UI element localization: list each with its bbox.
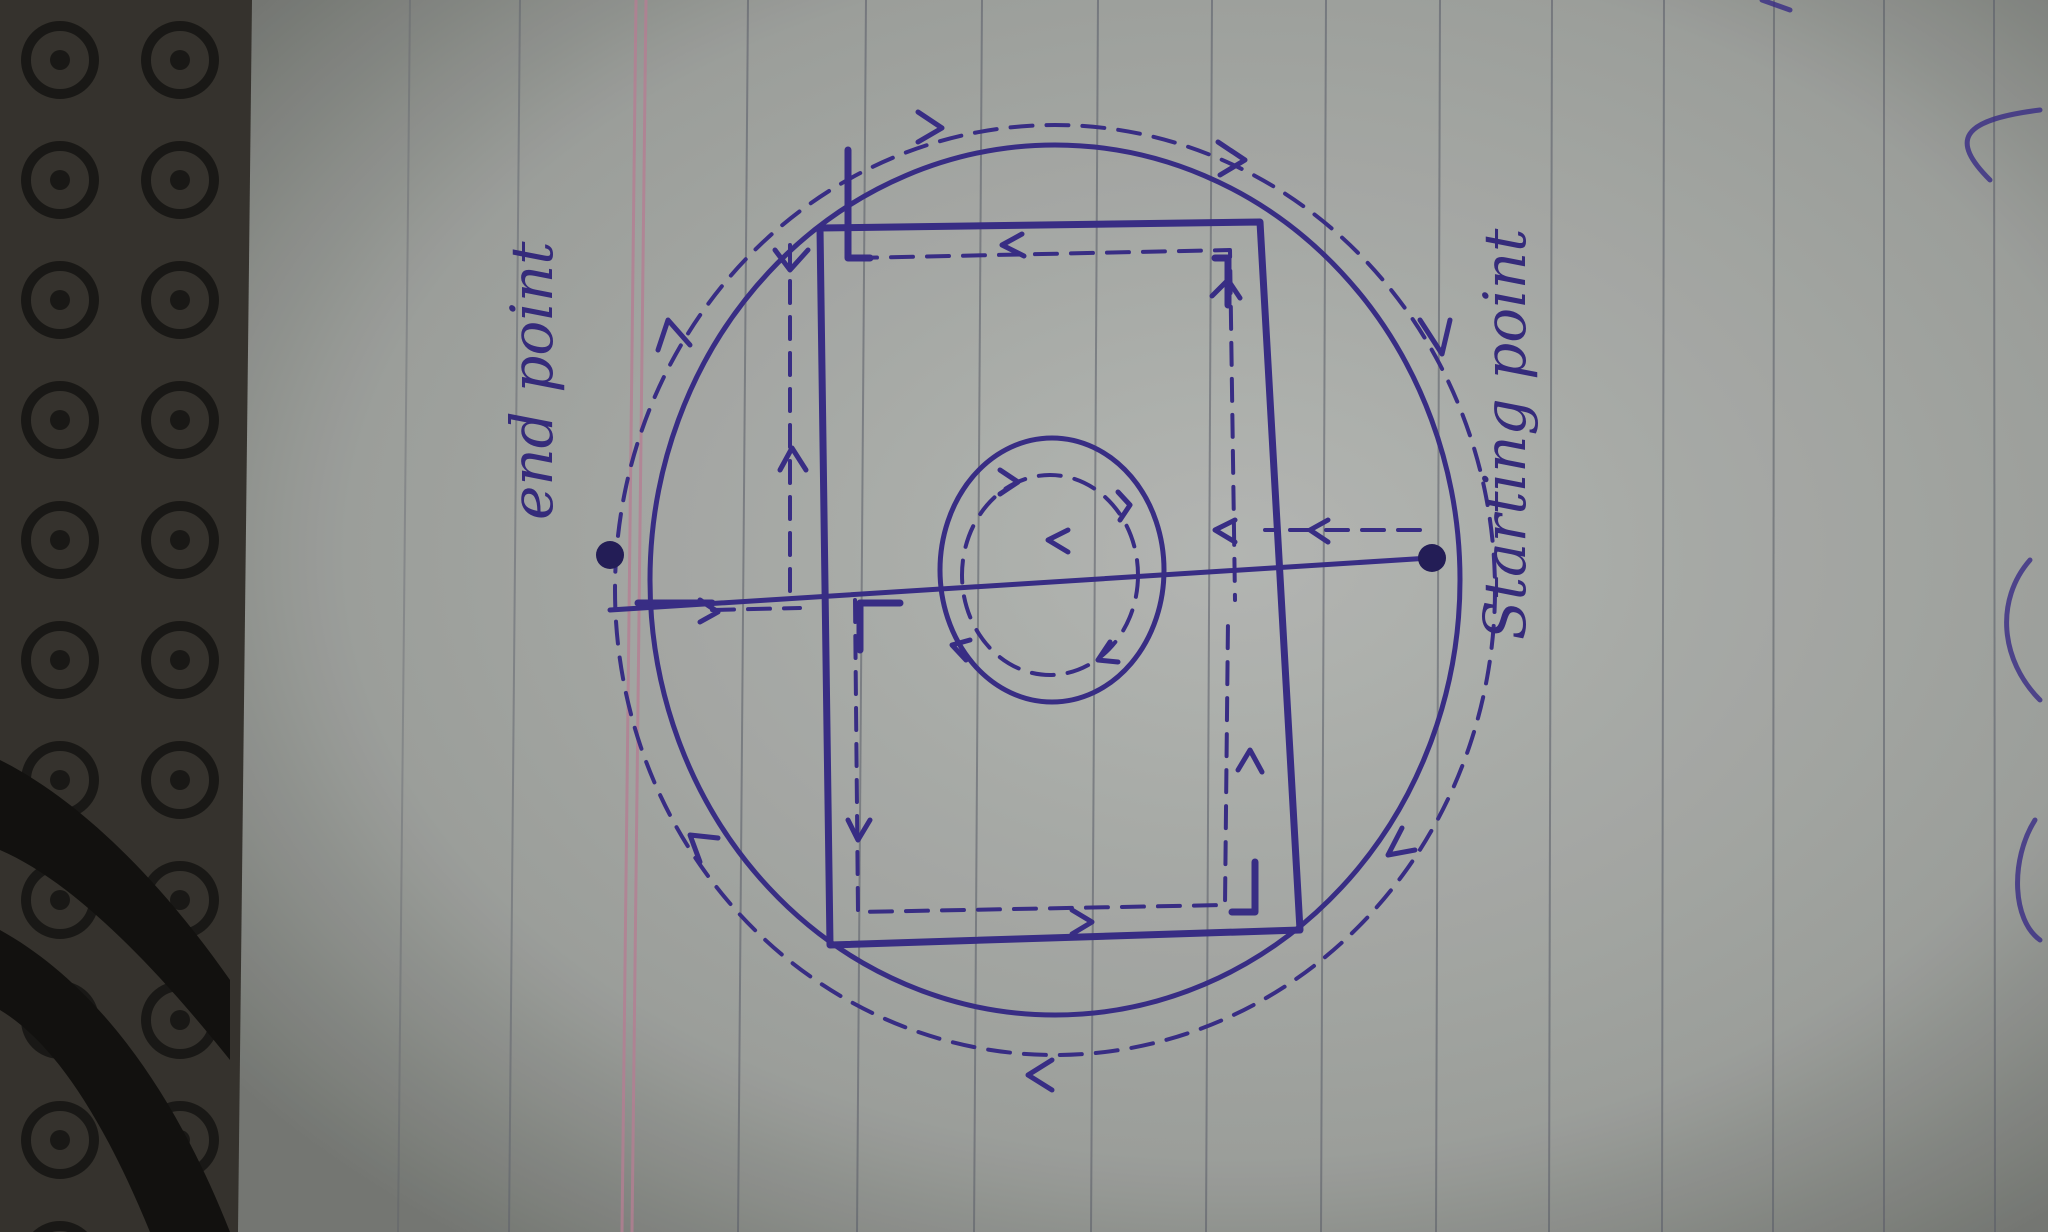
notebook-sketch: end point Starting point (0, 0, 2048, 1232)
